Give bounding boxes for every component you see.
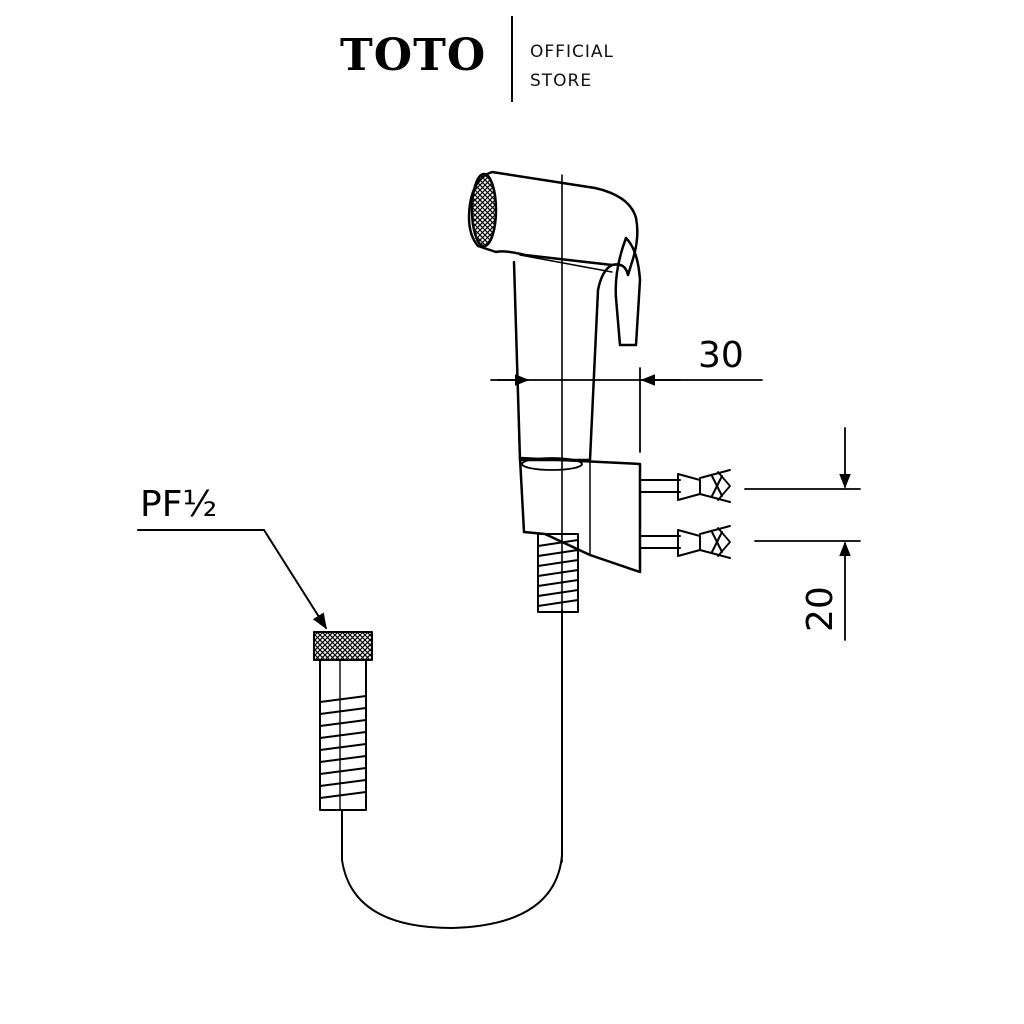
width-dimension: [490, 367, 763, 453]
spray-gun-head: [467, 170, 639, 277]
handle-body: [512, 260, 614, 462]
width-dimension-label: 30: [698, 335, 744, 376]
brand-subtitle-line2: STORE: [530, 71, 593, 91]
mounting-screw-lower: [639, 525, 731, 559]
thread-spec-label: PF½: [140, 484, 217, 525]
brand-logo: TOTO: [340, 30, 487, 81]
handle-thread-stem: [537, 533, 579, 613]
mounting-screw-upper: [639, 469, 731, 503]
spacing-dimension-label: 20: [800, 586, 841, 632]
brand-subtitle: OFFICIAL STORE: [530, 38, 614, 96]
trigger-lever: [614, 236, 642, 347]
logo-divider: [511, 16, 513, 102]
flexible-hose: [341, 609, 563, 929]
thread-spec-leader: [137, 529, 327, 630]
hose-nut-fitting: [313, 631, 373, 811]
brand-subtitle-line1: OFFICIAL: [530, 42, 614, 62]
holder-bracket: [518, 456, 642, 574]
spacing-dimension: [744, 427, 861, 641]
